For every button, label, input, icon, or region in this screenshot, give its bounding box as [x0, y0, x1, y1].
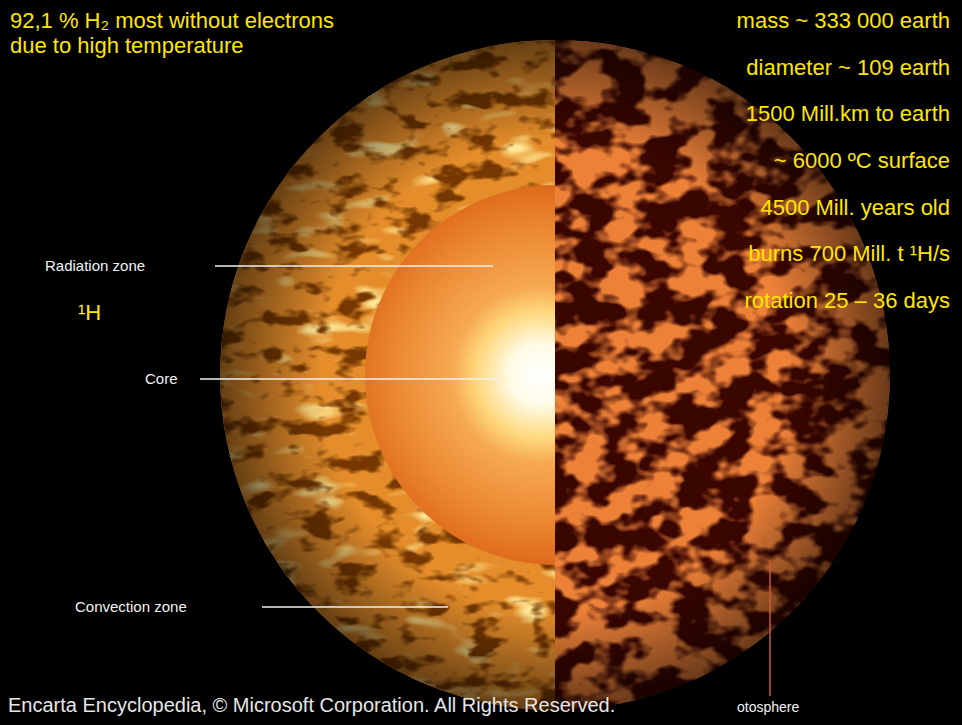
- fact-line: mass ~ 333 000 earth: [737, 8, 950, 33]
- part-label: Convection zone: [75, 598, 187, 615]
- part-label: Core: [145, 370, 178, 387]
- fact-line: 1500 Mill.km to earth: [746, 101, 950, 126]
- fact-line: rotation 25 – 36 days: [745, 288, 950, 313]
- part-label: otosphere: [737, 699, 799, 715]
- fact-line: diameter ~ 109 earth: [746, 55, 950, 80]
- part-label: Radiation zone: [45, 257, 145, 274]
- credit-caption: Encarta Encyclopedia, © Microsoft Corpor…: [8, 694, 615, 717]
- fact-line: ~ 6000 ºC surface: [774, 148, 950, 173]
- element-label: ¹H: [78, 300, 101, 325]
- fact-line: burns 700 Mill. t ¹H/s: [748, 241, 950, 266]
- fact-line: 4500 Mill. years old: [760, 195, 950, 220]
- composition-note: 92,1 % H₂ most without electrons due to …: [10, 8, 340, 59]
